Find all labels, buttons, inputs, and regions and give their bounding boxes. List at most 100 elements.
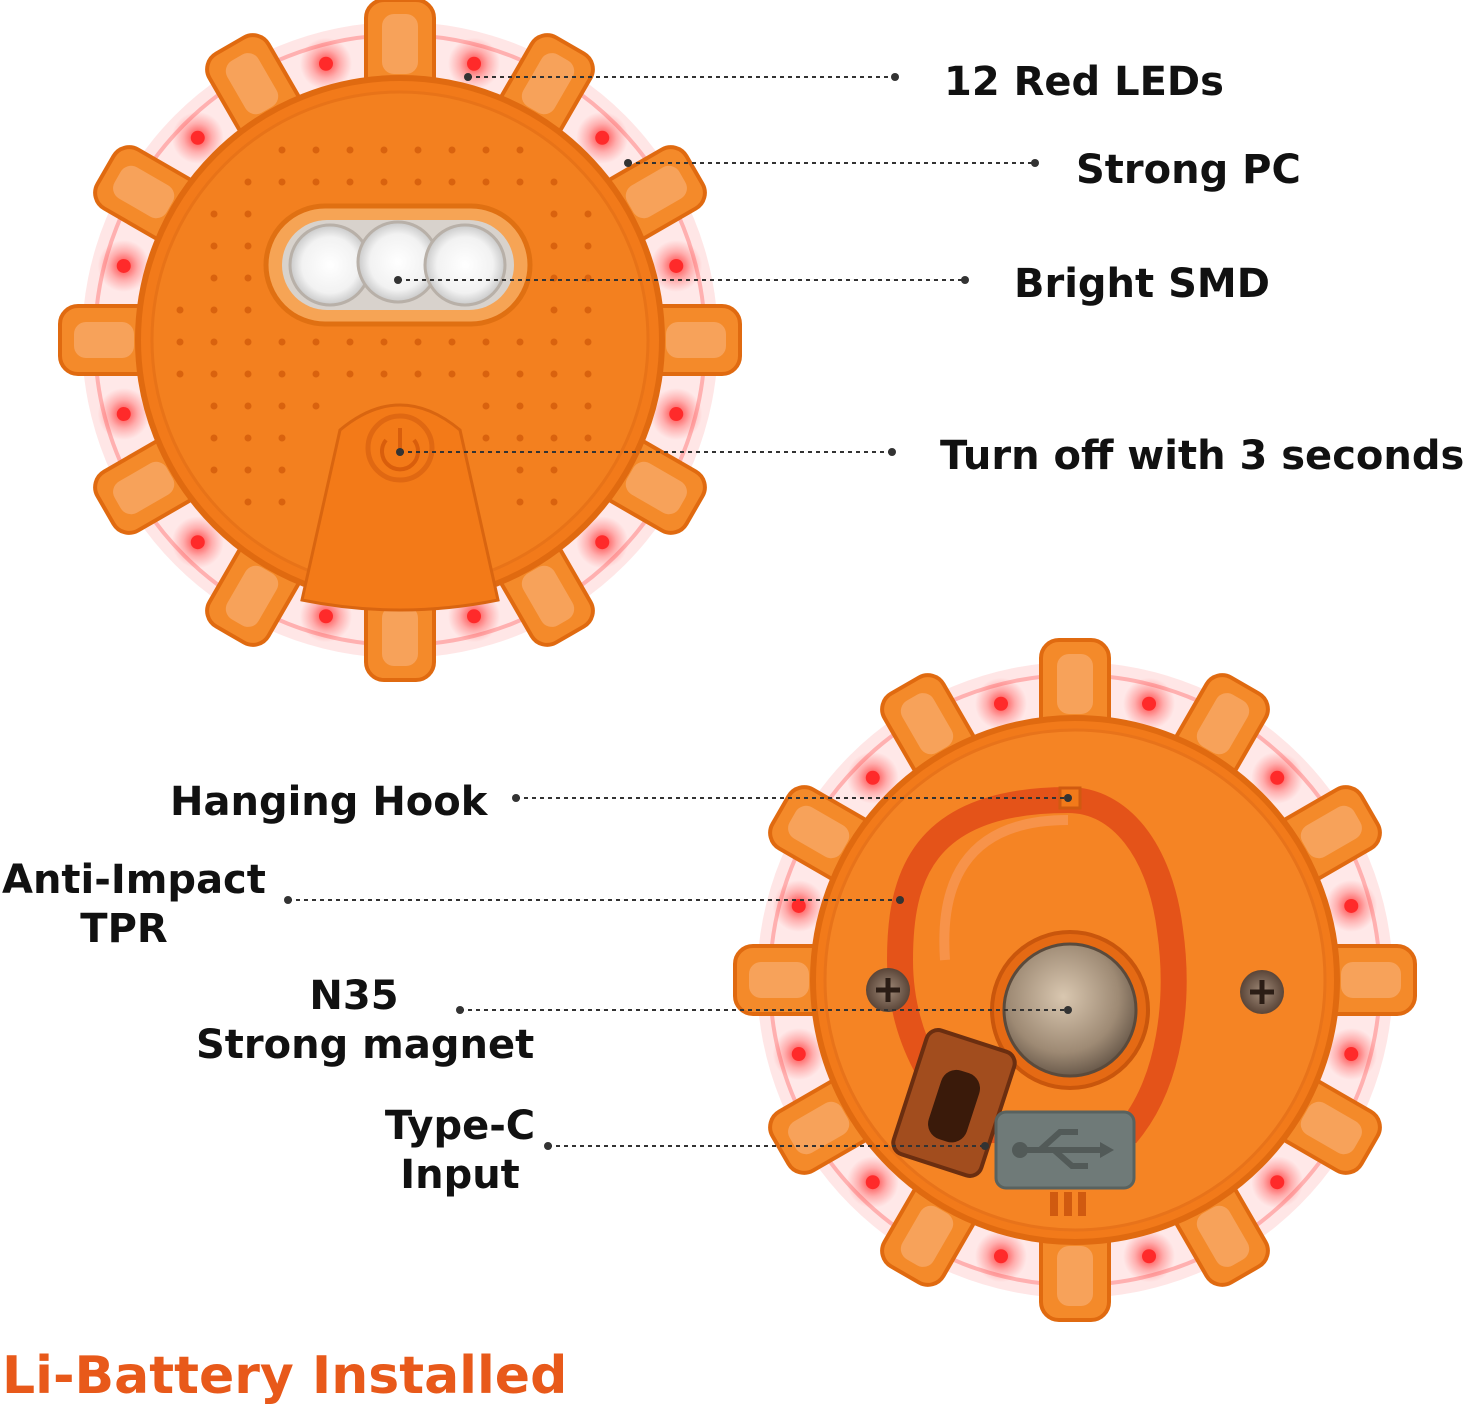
callout-dots: [284, 73, 1072, 1150]
grip-dot: [550, 466, 558, 474]
red-led: [791, 1047, 806, 1062]
grip-dot: [210, 242, 218, 250]
power-button-area: [300, 403, 500, 612]
label-anti-impact-line2: TPR: [80, 905, 168, 952]
red-led: [993, 696, 1008, 711]
grip-dot: [550, 370, 558, 378]
grip-dot: [244, 402, 252, 410]
red-led: [993, 1249, 1008, 1264]
grip-dot: [210, 434, 218, 442]
grip-dot: [346, 338, 354, 346]
grip-dot: [516, 466, 524, 474]
grip-dot: [244, 274, 252, 282]
grip-dot: [516, 146, 524, 154]
red-led: [467, 609, 482, 624]
grip-dot: [550, 434, 558, 442]
grip-dot: [414, 370, 422, 378]
grip-dot: [210, 338, 218, 346]
battery-title: Li-Battery Installed: [2, 1346, 568, 1406]
grip-dot: [278, 370, 286, 378]
grip-dot: [278, 146, 286, 154]
grip-dot: [414, 338, 422, 346]
red-led: [116, 258, 131, 273]
screw-right: [1240, 970, 1284, 1014]
grip-dot: [584, 242, 592, 250]
grip-dot: [312, 146, 320, 154]
grip-dot: [584, 210, 592, 218]
front-flare: [58, 0, 742, 682]
grip-dot: [482, 370, 490, 378]
grip-dot: [482, 434, 490, 442]
grip-dot: [278, 466, 286, 474]
grip-dot: [312, 178, 320, 186]
grip-dot: [244, 434, 252, 442]
grip-dot: [550, 498, 558, 506]
label-anti-impact-line1: Anti-Impact: [2, 857, 266, 903]
grip-dot: [278, 498, 286, 506]
red-led: [1270, 770, 1285, 785]
label-magnet: N35 Strong magnet: [196, 972, 535, 1070]
grip-dot: [278, 434, 286, 442]
red-led: [791, 898, 806, 913]
grip-dot: [210, 306, 218, 314]
grip-dot: [448, 146, 456, 154]
red-led: [1142, 696, 1157, 711]
label-turn-off: Turn off with 3 seconds: [940, 433, 1464, 479]
grip-dot: [482, 178, 490, 186]
red-led: [318, 609, 333, 624]
grip-dot: [244, 338, 252, 346]
grip-dot: [210, 402, 218, 410]
grip-dot: [516, 338, 524, 346]
usb-icon: [1012, 1129, 1114, 1169]
grip-dot: [380, 338, 388, 346]
label-anti-impact: Anti-Impact TPR: [2, 856, 266, 954]
grip-dot: [516, 434, 524, 442]
grip-dot: [244, 498, 252, 506]
grip-dot: [176, 370, 184, 378]
red-led: [116, 407, 131, 422]
grip-dot: [312, 338, 320, 346]
red-led: [669, 258, 684, 273]
label-type-c: Type-C Input: [380, 1102, 540, 1200]
screw-left: [866, 968, 910, 1012]
red-led: [318, 56, 333, 71]
grip-dot: [244, 466, 252, 474]
vent-marks: [1050, 1192, 1086, 1216]
grip-dot: [550, 402, 558, 410]
grip-dot: [516, 402, 524, 410]
red-led: [865, 1175, 880, 1190]
red-led: [669, 407, 684, 422]
grip-dot: [210, 466, 218, 474]
grip-dot: [550, 242, 558, 250]
label-type-c-line1: Type-C: [384, 1103, 536, 1149]
grip-dot: [584, 370, 592, 378]
red-led: [1344, 1047, 1359, 1062]
label-magnet-line2: Strong magnet: [196, 1021, 535, 1068]
grip-dot: [380, 178, 388, 186]
grip-dot: [584, 434, 592, 442]
grip-dot: [278, 402, 286, 410]
grip-dot: [414, 178, 422, 186]
label-bright-smd: Bright SMD: [1014, 261, 1270, 307]
label-magnet-line1: N35: [309, 973, 399, 1019]
grip-dot: [448, 370, 456, 378]
bright-smd-window: [263, 203, 533, 327]
grip-dot: [584, 402, 592, 410]
red-led: [595, 130, 610, 145]
grip-dot: [210, 274, 218, 282]
grip-dot: [278, 338, 286, 346]
grip-dot: [346, 146, 354, 154]
grip-dot: [584, 306, 592, 314]
grip-dot: [448, 338, 456, 346]
grip-dot: [516, 498, 524, 506]
label-strong-pc: Strong PC: [1076, 147, 1301, 193]
grip-dot: [516, 178, 524, 186]
callout-lines: [288, 76, 1068, 1147]
red-led: [595, 535, 610, 550]
grip-dot: [584, 274, 592, 282]
power-icon: [380, 428, 420, 472]
grip-dot: [278, 178, 286, 186]
grip-dot: [380, 370, 388, 378]
grip-dot: [550, 210, 558, 218]
